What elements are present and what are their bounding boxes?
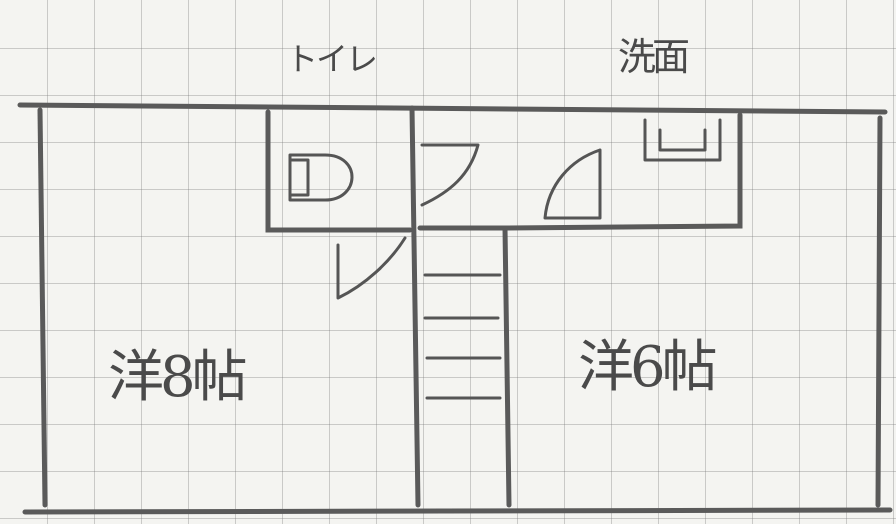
outer-walls bbox=[17, 102, 893, 515]
room-door-swing bbox=[336, 236, 407, 300]
right-wall bbox=[875, 115, 883, 508]
washbasin-bowl bbox=[658, 128, 707, 152]
stair-right-wall bbox=[502, 225, 512, 508]
washbasin-counter bbox=[643, 118, 722, 162]
interior-walls bbox=[265, 105, 743, 508]
washbasin-fixture bbox=[643, 118, 722, 162]
staircase bbox=[423, 273, 502, 400]
washroom-label: 洗面 bbox=[618, 35, 690, 79]
washroom-door-swing bbox=[543, 148, 602, 220]
bottom-wall bbox=[22, 507, 893, 515]
toilet-fixture bbox=[288, 153, 354, 202]
toilet-label: トイレ bbox=[286, 40, 378, 78]
toilet-enclosure-wall bbox=[265, 109, 413, 233]
western-room-6-tatami-label: 洋6帖 bbox=[578, 335, 718, 400]
door-swings bbox=[336, 143, 602, 300]
toilet-bowl bbox=[288, 153, 354, 202]
left-wall bbox=[37, 107, 48, 508]
western-room-8-tatami-label: 洋8帖 bbox=[108, 345, 248, 410]
center-partition-wall bbox=[409, 105, 421, 508]
washroom-enclosure-wall bbox=[417, 112, 743, 231]
top-wall bbox=[17, 102, 888, 115]
toilet-door-swing bbox=[420, 143, 480, 207]
toilet-tank bbox=[288, 158, 310, 197]
